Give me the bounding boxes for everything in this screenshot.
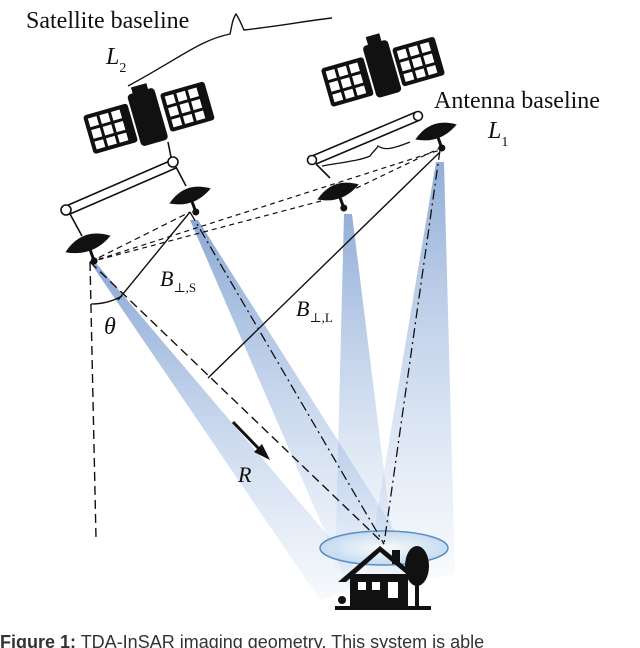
satellite-left-icon bbox=[83, 81, 215, 154]
antenna-dish-icon bbox=[415, 122, 457, 152]
radar-beams bbox=[90, 162, 455, 600]
beam-right-satellite-antenna-b bbox=[365, 162, 455, 585]
satellite-baseline-label: Satellite baseline bbox=[26, 8, 189, 34]
slant-dashdot-line-2 bbox=[383, 149, 441, 545]
vertical-nadir-dashed-line bbox=[89, 261, 97, 539]
slant-dashdot-line-1 bbox=[189, 211, 385, 545]
satellite-right-icon bbox=[321, 33, 445, 107]
satellite-right-boom bbox=[306, 110, 424, 179]
beam-right-satellite-antenna-a bbox=[335, 214, 395, 570]
caption-text: TDA-InSAR imaging geometry. This system … bbox=[76, 632, 485, 648]
baseline-dashed-line-2 bbox=[339, 147, 441, 197]
figure-caption: Figure 1: TDA-InSAR imaging geometry. Th… bbox=[0, 628, 640, 648]
range-r-label: R bbox=[237, 462, 252, 487]
slant-dashdot-line-3 bbox=[89, 211, 191, 263]
tree-icon bbox=[405, 546, 429, 608]
l2-label: L2 bbox=[105, 44, 126, 76]
arrow-icon bbox=[231, 420, 270, 460]
beam-left-satellite-antenna-a bbox=[90, 262, 370, 600]
antenna-dish-icon bbox=[169, 186, 211, 216]
target-footprint-ellipse bbox=[319, 530, 449, 566]
antenna-dashed-line bbox=[89, 149, 441, 263]
antenna-dish-icon bbox=[317, 182, 359, 212]
l1-label: L1 bbox=[487, 118, 508, 150]
caption-label: Figure 1: bbox=[0, 632, 77, 648]
slant-range-dashed-line bbox=[89, 261, 385, 545]
satellite-left-boom bbox=[60, 141, 187, 237]
antenna-baseline-brace bbox=[321, 141, 411, 167]
theta-arc bbox=[90, 295, 123, 305]
b-perp-s-label: B⊥,S bbox=[160, 266, 196, 295]
baseline-dashed-line bbox=[89, 195, 341, 263]
theta-label: θ bbox=[104, 314, 116, 340]
antenna-baseline-label: Antenna baseline bbox=[434, 88, 600, 114]
b-perp-s-line bbox=[117, 211, 191, 301]
b-perp-l-label: B⊥,L bbox=[296, 296, 333, 325]
geometry-lines bbox=[89, 147, 441, 545]
antenna-dish-icon bbox=[65, 233, 111, 265]
b-perp-l-line bbox=[207, 151, 441, 379]
satellite-baseline-brace bbox=[127, 12, 333, 87]
